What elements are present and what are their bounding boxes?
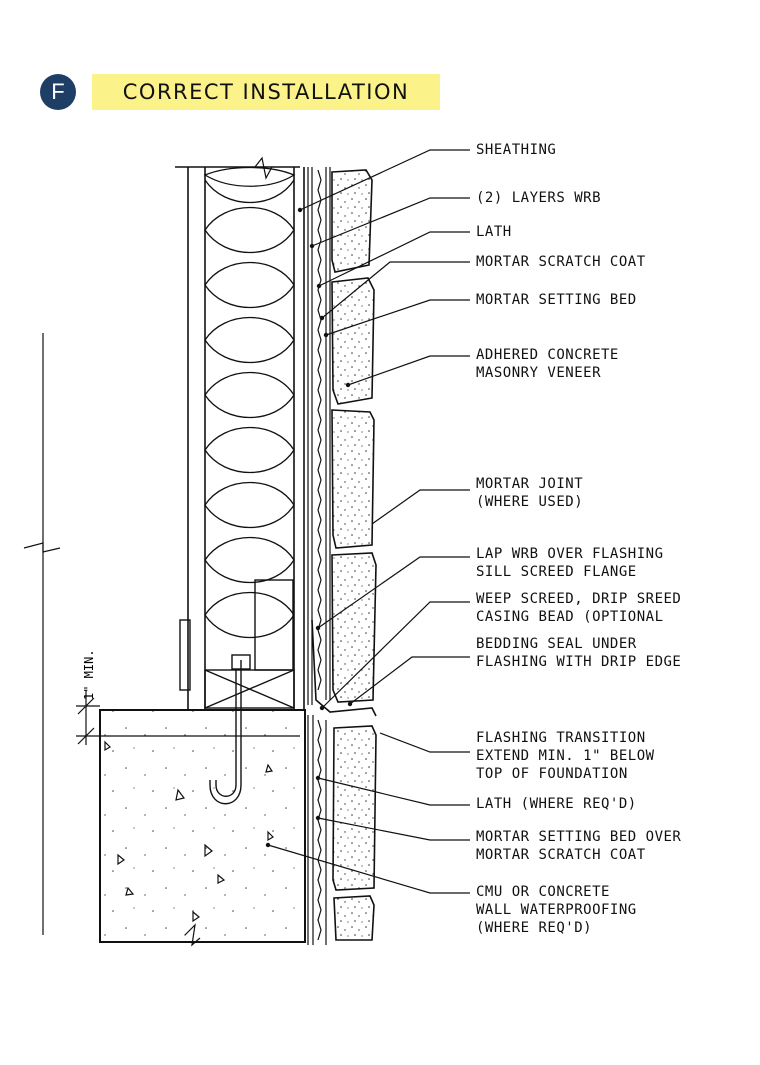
dimension-lines	[23, 333, 300, 947]
callout-setting-bed: MORTAR SETTING BED	[476, 292, 637, 308]
wrb-lath-layers	[307, 167, 377, 945]
callout-lath: LATH	[476, 224, 512, 240]
detail-title: CORRECT INSTALLATION	[92, 74, 440, 110]
foundation-aggregate	[104, 740, 274, 923]
veneer-stones	[331, 169, 377, 941]
callout-scratch-coat: MORTAR SCRATCH COAT	[476, 254, 646, 270]
foundation	[99, 709, 306, 943]
detail-badge: F	[40, 74, 76, 110]
callout-wrb: (2) LAYERS WRB	[476, 190, 602, 206]
leader-dots	[265, 207, 353, 848]
batt-insulation	[203, 166, 296, 639]
dimension-label: 1" MIN.	[82, 649, 96, 700]
leader-lines	[267, 149, 470, 894]
callout-lath-where-reqd: LATH (WHERE REQ'D)	[476, 796, 637, 812]
callout-sheathing: SHEATHING	[476, 142, 557, 158]
callout-mortar-joint: MORTAR JOINT(WHERE USED)	[476, 476, 584, 510]
